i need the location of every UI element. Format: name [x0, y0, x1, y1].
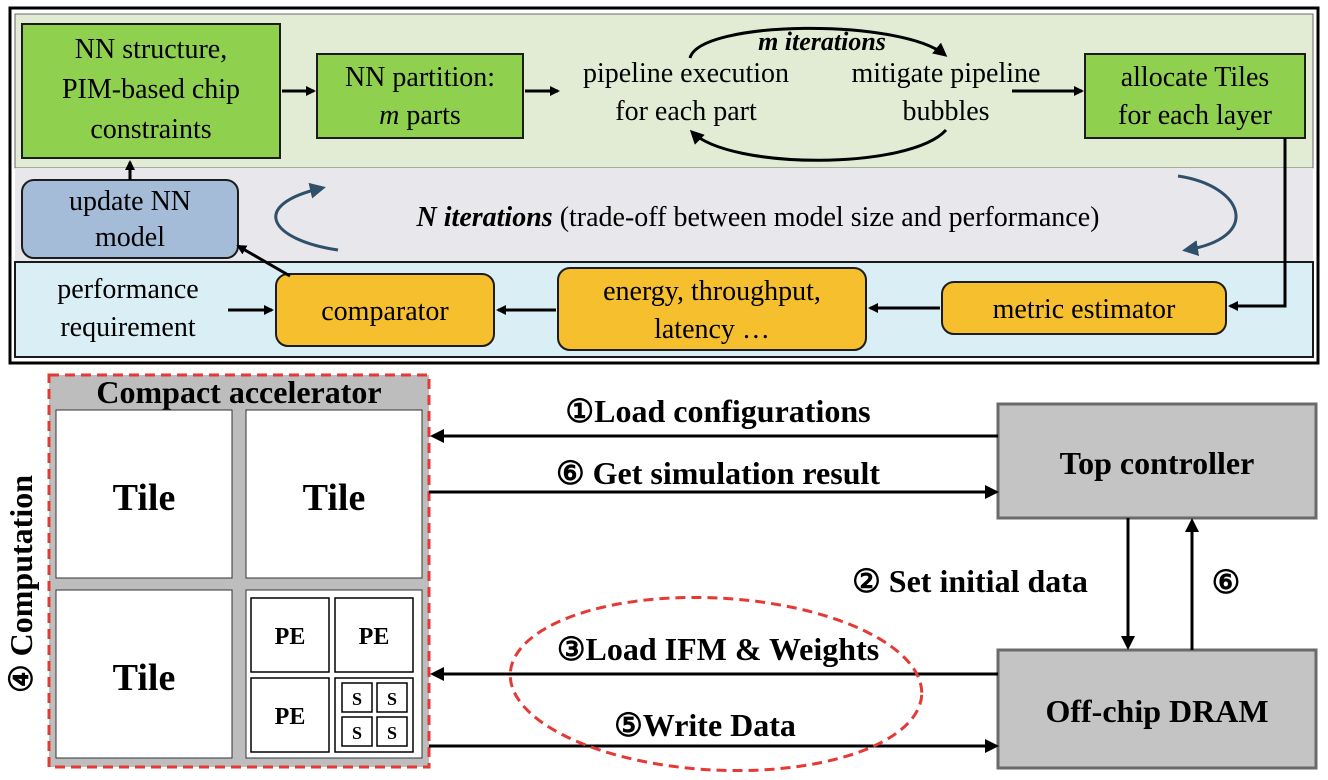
n-iterations-label: N iterations (trade-off between model si…: [416, 202, 1100, 233]
s-label: S: [387, 723, 397, 743]
step6-short-label: ⑥: [1212, 564, 1241, 600]
energy-line-2: latency …: [654, 314, 770, 345]
step5-label: ⑤Write Data: [614, 707, 796, 743]
tile-bottom-left: Tile: [55, 589, 233, 759]
step3-label: ③Load IFM & Weights: [557, 631, 879, 667]
arrow-comparator-to-update: [236, 244, 291, 278]
nn-structure-box: NN structure, PIM-based chip constraints: [21, 23, 281, 159]
highlight-ellipse: [508, 595, 924, 773]
m-parts-label: m parts: [379, 100, 461, 131]
pe-label: PE: [359, 624, 390, 650]
top-controller-box: Top controller: [996, 402, 1318, 520]
s-block: [376, 682, 408, 713]
s-block: [341, 716, 373, 747]
s-block: [376, 716, 408, 747]
s-label: S: [352, 723, 362, 743]
allocate-line-1: allocate Tiles: [1121, 62, 1270, 93]
tile-label: Tile: [113, 657, 176, 699]
step1-label: ①Load configurations: [565, 393, 870, 429]
tile-top-left: Tile: [55, 409, 233, 579]
s-block: [341, 682, 373, 713]
update-model-line-1: update NN: [69, 186, 191, 217]
m-iterations-loop-top: [688, 26, 948, 59]
allocate-line-2: for each layer: [1118, 100, 1273, 131]
comparator-box: comparator: [275, 273, 495, 347]
step6-label: ⑥ Get simulation result: [556, 455, 880, 491]
performance-line-1: performance: [57, 274, 198, 305]
pipeline-exec-line-2: for each part: [615, 96, 757, 127]
energy-box: energy, throughput, latency …: [557, 267, 867, 351]
dram-box: Off-chip DRAM: [996, 648, 1318, 770]
n-loop-left-arrow: [274, 182, 339, 252]
tile-label: Tile: [113, 477, 176, 519]
s-label: S: [352, 689, 362, 709]
m-iterations-loop-bottom: [689, 128, 948, 162]
accelerator-title: Compact accelerator: [96, 374, 381, 410]
metric-estimator-label: metric estimator: [993, 294, 1176, 325]
comparator-label: comparator: [321, 296, 449, 327]
update-model-box: update NN model: [21, 179, 239, 259]
update-model-line-2: model: [95, 222, 165, 253]
energy-line-1: energy, throughput,: [603, 276, 821, 307]
nn-structure-line-2: PIM-based chip: [62, 74, 240, 105]
s-label: S: [387, 689, 397, 709]
nn-structure-line-1: NN structure,: [75, 34, 227, 65]
pe-block: [250, 677, 330, 753]
computation-label: ④ Computation: [3, 475, 39, 693]
top-controller-label: Top controller: [1060, 445, 1255, 481]
nn-partition-box: NN partition: m parts: [316, 53, 524, 139]
pipeline-exec-line-1: pipeline execution: [583, 58, 789, 89]
tile-bottom-right-pe-grid: PE PE PE S S S S: [245, 589, 423, 759]
arrow-allocate-to-metric: [1228, 138, 1287, 311]
pe-label: PE: [275, 704, 306, 730]
tile-top-right: Tile: [245, 409, 423, 579]
nn-structure-line-3: constraints: [90, 114, 211, 145]
pe-block: [250, 597, 330, 673]
mitigate-line-2: bubbles: [902, 96, 989, 127]
mitigate-line-1: mitigate pipeline: [852, 58, 1041, 89]
performance-line-2: requirement: [60, 312, 195, 343]
m-iterations-label: m iterations: [758, 27, 886, 56]
dram-label: Off-chip DRAM: [1045, 693, 1268, 729]
n-loop-right-arrow: [1177, 174, 1238, 257]
nn-partition-label: NN partition:: [345, 62, 495, 93]
tile-label: Tile: [303, 477, 366, 519]
metric-estimator-box: metric estimator: [941, 281, 1227, 335]
allocate-tiles-box: allocate Tiles for each layer: [1084, 53, 1306, 139]
pe-label: PE: [275, 624, 306, 650]
step2-label: ② Set initial data: [852, 563, 1088, 599]
pe-block: [334, 597, 414, 673]
